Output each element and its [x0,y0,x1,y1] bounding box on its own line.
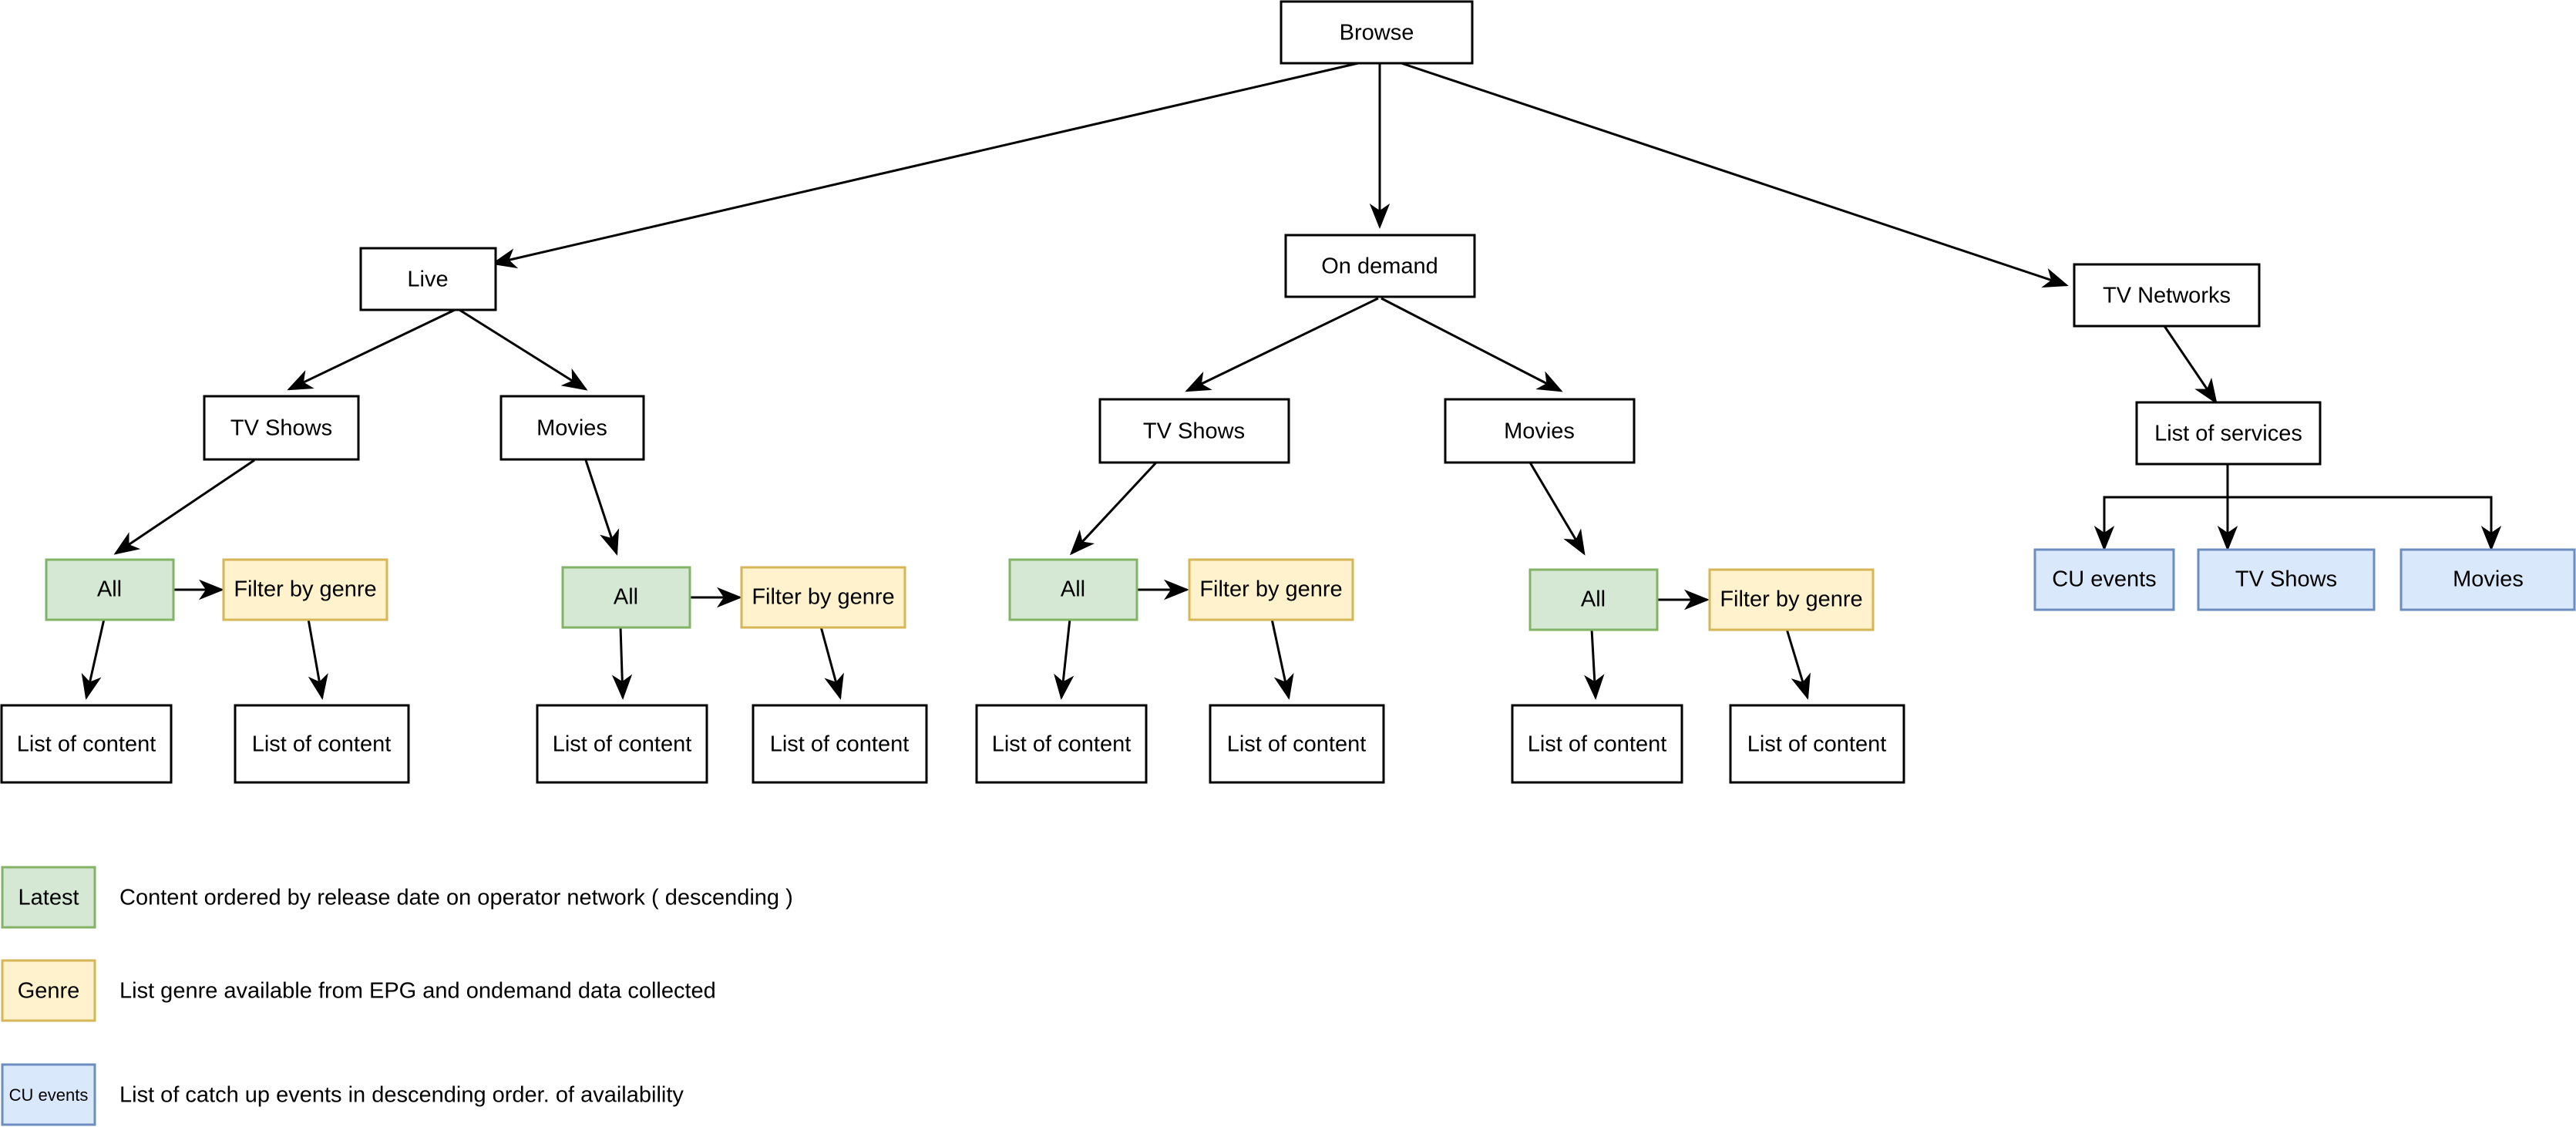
edge-all-to-list-2 [611,626,633,700]
node-tv-networks[interactable]: TV Networks [2073,263,2261,328]
node-list-of-services[interactable]: List of services [2135,401,2322,466]
node-live-movies[interactable]: Movies [499,395,645,461]
node-all-4-label: All [1581,587,1606,612]
node-list-content-1b[interactable]: List of content [234,704,410,784]
node-list-content-3b[interactable]: List of content [1209,704,1385,784]
node-network-tv-shows[interactable]: TV Shows [2197,548,2376,611]
node-list-content-4b[interactable]: List of content [1729,704,1905,784]
legend-swatch-cu-events-label: CU events [9,1085,89,1105]
node-live-tv-shows-label: TV Shows [230,416,332,441]
edge-live-movies-to-all [584,459,620,556]
node-all-1-label: All [97,577,122,602]
edge-services-to-cu-events [2093,463,2229,551]
node-tv-networks-label: TV Networks [2103,284,2231,308]
legend-swatch-latest [1,866,96,929]
node-all-3-label: All [1061,577,1085,602]
edge-live-to-movies [459,308,588,391]
edge-live-to-tvshows [287,308,456,391]
edge-genre-to-list-2 [819,626,844,700]
legend-swatch-cu-events [1,1063,96,1126]
legend-row-cu-events: CU events List of catch up events in des… [1,1063,684,1126]
edge-browse-to-tvnetworks [1401,62,2069,288]
edge-browse-to-live [491,62,1359,269]
node-list-content-1a[interactable]: List of content [0,704,173,784]
legend-row-latest: Latest Content ordered by release date o… [1,866,793,929]
legend-description-cu-events: List of catch up events in descending or… [119,1083,684,1108]
node-all-2-label: All [614,585,638,610]
node-live-movies-label: Movies [536,416,607,441]
node-ondemand-movies[interactable]: Movies [1444,398,1636,464]
node-list-content-3b-label: List of content [1227,732,1367,757]
node-ondemand-tv-shows[interactable]: TV Shows [1098,398,1290,464]
node-filter-genre-1[interactable]: Filter by genre [222,558,388,621]
edge-genre-to-list-3 [1270,618,1294,700]
node-network-movies[interactable]: Movies [2399,548,2576,611]
node-filter-genre-1-label: Filter by genre [234,577,376,602]
node-filter-genre-3-label: Filter by genre [1199,577,1342,602]
legend-swatch-latest-label: Latest [18,886,79,910]
node-list-content-2b[interactable]: List of content [752,704,928,784]
node-network-tv-shows-label: TV Shows [2235,567,2337,592]
node-list-content-4a[interactable]: List of content [1511,704,1683,784]
node-list-of-services-label: List of services [2154,422,2302,446]
edge-ondemand-movies-to-all [1528,462,1586,556]
node-ondemand-tv-shows-label: TV Shows [1143,419,1245,444]
legend-swatch-genre-label: Genre [18,979,80,1004]
node-ondemand-movies-label: Movies [1504,419,1575,444]
node-network-movies-label: Movies [2453,567,2524,592]
node-all-3[interactable]: All [1008,558,1138,621]
node-list-content-3a[interactable]: List of content [975,704,1148,784]
node-list-content-4a-label: List of content [1528,732,1667,757]
node-filter-genre-4[interactable]: Filter by genre [1708,568,1875,631]
edge-genre-to-list-4 [1785,628,1811,700]
node-on-demand-label: On demand [1321,254,1438,279]
edge-all-to-list-3 [1054,618,1074,700]
node-all-4[interactable]: All [1528,568,1659,631]
edge-ondemand-to-movies [1380,297,1563,392]
node-list-content-1b-label: List of content [252,732,392,757]
edge-ondemand-tvshows-to-all [1069,461,1158,556]
node-list-content-1a-label: List of content [17,732,156,757]
edge-all-to-list-4 [1584,628,1605,700]
node-live-label: Live [407,267,448,292]
edge-ondemand-to-tvshows [1185,297,1379,392]
node-filter-genre-4-label: Filter by genre [1720,587,1862,612]
node-live[interactable]: Live [359,247,497,311]
node-browse-label: Browse [1340,21,1414,45]
edge-all-to-list-1 [81,618,106,700]
node-cu-events[interactable]: CU events [2033,548,2175,611]
node-list-content-2a-label: List of content [553,732,692,757]
legend-row-genre: Genre List genre available from EPG and … [1,959,716,1022]
legend-swatch-genre [1,959,96,1022]
node-browse[interactable]: Browse [1280,0,1474,65]
node-list-content-3a-label: List of content [992,732,1132,757]
node-all-1[interactable]: All [45,558,175,621]
node-live-tv-shows[interactable]: TV Shows [203,395,360,461]
edge-tvnetworks-to-services [2163,325,2218,405]
node-list-content-2b-label: List of content [770,732,910,757]
node-list-content-2a[interactable]: List of content [536,704,708,784]
legend-description-latest: Content ordered by release date on opera… [119,886,793,910]
edge-live-tvshows-to-all [113,459,255,555]
edge-services-to-movies [2226,463,2502,551]
node-all-2[interactable]: All [561,566,691,629]
node-filter-genre-3[interactable]: Filter by genre [1188,558,1354,621]
legend-description-genre: List genre available from EPG and ondema… [119,979,716,1004]
node-cu-events-label: CU events [2052,567,2156,592]
node-on-demand[interactable]: On demand [1284,234,1476,298]
node-filter-genre-2-label: Filter by genre [752,585,894,610]
node-filter-genre-2[interactable]: Filter by genre [740,566,906,629]
node-list-content-4b-label: List of content [1747,732,1887,757]
edge-genre-to-list-1 [307,618,328,700]
